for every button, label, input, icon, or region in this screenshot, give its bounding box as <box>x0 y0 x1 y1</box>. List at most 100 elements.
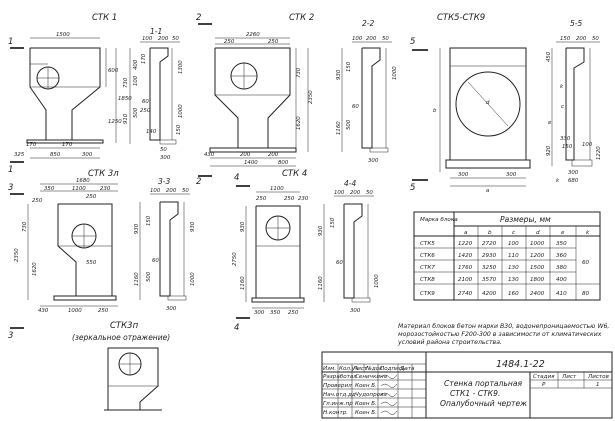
dim-stk2-1620: 1620 <box>296 116 302 130</box>
table-cell-e: 400 <box>556 277 567 283</box>
dim-stk4-930: 930 <box>240 221 246 232</box>
section-mark-5-bottom: 5 <box>410 183 415 193</box>
table-cell-d: 1800 <box>530 277 545 283</box>
signature-squiggle <box>380 410 398 415</box>
section-4-4: 4-4 100 200 50 930 150 1160 1000 60 300 <box>318 179 380 314</box>
view-title-stk3p: СТК3п <box>110 321 139 331</box>
table-cell-d: 1500 <box>530 265 545 271</box>
dim-s44-200: 200 <box>350 190 361 196</box>
dim-stk2-1400: 1400 <box>244 160 258 166</box>
table-row: СТК6 1420 2930 110 1200 360 <box>420 253 567 259</box>
dim-s22-100: 100 <box>352 36 363 42</box>
dim-stk3l-430: 430 <box>38 308 49 314</box>
dim-stk1-1850: 1850 <box>118 96 132 102</box>
tb-name: Коен Б. <box>355 401 377 407</box>
dim-stk4-2750: 2750 <box>232 252 238 266</box>
dim-stk59-b: b <box>433 108 437 114</box>
dim-s11-1300: 1300 <box>178 60 184 74</box>
dim-s44-60: 60 <box>336 260 343 266</box>
table-row: СТК5 1220 2720 100 1000 350 <box>420 241 567 247</box>
dim-stk2-250b: 250 <box>268 39 279 45</box>
view-title-stk3l: СТК 3л <box>88 169 119 179</box>
dim-stk3l-250a: 250 <box>32 198 43 204</box>
section-mark-4-top: 4 <box>234 173 239 183</box>
dim-s55-1220: 1220 <box>596 146 602 160</box>
dim-s22-930: 930 <box>336 69 342 80</box>
table-cell-c: 160 <box>508 291 519 297</box>
dim-s11-1000: 1000 <box>178 104 184 118</box>
signature-squiggle <box>380 383 398 388</box>
dim-s11-170: 170 <box>141 53 147 64</box>
table-row: СТК9 2740 4200 160 2400 410 80 <box>420 291 590 297</box>
dim-s44-50: 50 <box>366 190 373 196</box>
dim-stk3l-1100: 1100 <box>72 186 86 192</box>
dim-stk4-1160: 1160 <box>240 276 246 290</box>
dim-stk1-325: 325 <box>14 152 25 158</box>
dim-s55-c: c <box>561 104 564 110</box>
dim-stk1-1500: 1500 <box>56 32 70 38</box>
dim-stk2-800: 800 <box>278 160 289 166</box>
section-title-4-4: 4-4 <box>344 179 356 188</box>
drawing-code: 1484.1-22 <box>496 359 545 370</box>
section-mark-4-bottom: 4 <box>234 323 239 333</box>
signature-squiggle <box>380 401 398 406</box>
table-cell-a: 2740 <box>458 291 473 297</box>
table-cell-a: 1220 <box>458 241 473 247</box>
view-stk5-9: СТК5-СТК9 5 5 d b 300 300 a <box>410 13 531 194</box>
dim-s11-200: 200 <box>158 36 169 42</box>
dim-s44-930: 930 <box>318 225 324 236</box>
table-subcol-d: d <box>536 230 540 236</box>
table-cell-a: 2100 <box>458 277 473 283</box>
dim-stk59-d: d <box>486 100 490 106</box>
dim-stk2-730: 730 <box>296 67 302 78</box>
dim-s11-50b: 50 <box>160 147 167 153</box>
dim-stk1-300: 300 <box>82 152 93 158</box>
table-cell-c: 110 <box>508 253 519 259</box>
view-title-stk1: СТК 1 <box>92 13 117 23</box>
tb-name: Коен Б. <box>355 410 377 416</box>
table-header-sizes: Размеры, мм <box>500 215 551 224</box>
tb-role: Н.контр. <box>323 410 348 416</box>
dim-s11-50: 50 <box>172 36 179 42</box>
dim-stk4-1100: 1100 <box>270 186 284 192</box>
signature-squiggle <box>380 374 398 379</box>
dim-s33-100: 100 <box>150 188 161 194</box>
section-title-2-2: 2-2 <box>362 19 374 28</box>
dim-s55-450: 450 <box>546 51 552 62</box>
table-cell-d: 2400 <box>530 291 545 297</box>
dim-stk2-200b: 200 <box>268 152 279 158</box>
tb-head-doc: №док. <box>365 366 384 372</box>
dim-stk2-200: 200 <box>240 152 251 158</box>
dim-s55-150: 150 <box>560 36 571 42</box>
tb-role: Гл.инж.пр <box>323 401 353 407</box>
tb-stage-label: Стадия <box>533 374 555 380</box>
tb-role: Разработал <box>323 374 357 380</box>
view-stk1: СТК 1 1 1 1500 600 1850 1250 170 170 325… <box>8 13 132 175</box>
view-stk2: СТК 2 2 2 2260 250 250 730 1620 2350 430… <box>196 13 314 187</box>
section-3-3: 3-3 100 200 50 930 150 1160 500 930 1000… <box>134 177 196 312</box>
dim-stk3l-350: 350 <box>44 186 55 192</box>
section-mark-3-bottom: 3 <box>8 331 13 341</box>
dim-s55-k: k <box>560 84 564 90</box>
tb-desc-2: СТК1 - СТК9. <box>450 389 500 398</box>
dim-stk3l-550: 550 <box>86 260 97 266</box>
tb-head-date: Дата <box>399 366 415 372</box>
dim-stk2-2260: 2260 <box>246 32 260 38</box>
dim-s22-60: 60 <box>352 104 359 110</box>
dim-s11-140: 140 <box>146 129 157 135</box>
tb-desc-1: Стенка портальная <box>444 379 522 388</box>
dim-s33-300: 300 <box>166 306 177 312</box>
tb-desc-3: Опалубочный чертеж <box>440 399 527 408</box>
dim-stk3l-1680: 1680 <box>76 178 90 184</box>
dim-s55-150b: 150 <box>562 144 573 150</box>
dim-stk3l-730: 730 <box>22 221 28 232</box>
dim-stk2-250a: 250 <box>224 39 235 45</box>
tb-head-kol: Кол.уч <box>339 366 359 372</box>
dim-s11-100: 100 <box>142 36 153 42</box>
section-mark-5-top: 5 <box>410 37 415 47</box>
table-subcol-e: e <box>561 230 565 236</box>
dim-stk1-1250: 1250 <box>108 119 122 125</box>
table-row: СТК8 2100 3570 130 1800 400 <box>420 277 567 283</box>
material-note: Материал блоков бетон марки В30, водонеп… <box>397 322 609 346</box>
